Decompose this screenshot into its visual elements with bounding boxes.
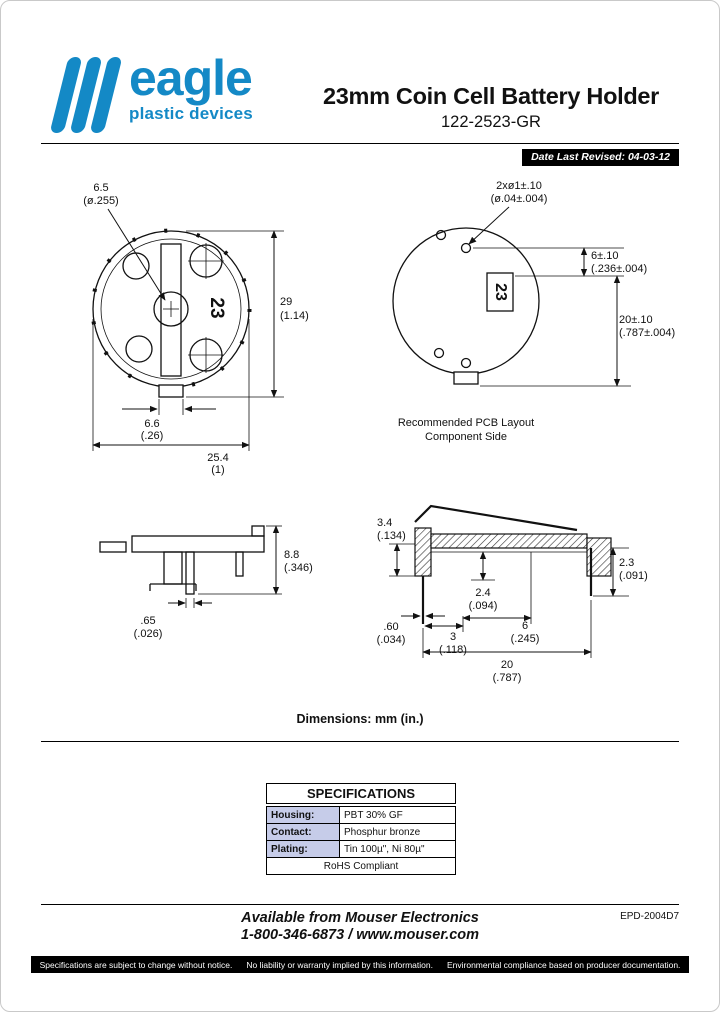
- brand-tagline: plastic devices: [129, 104, 253, 123]
- pcb-holes-in: (ø.04±.004): [491, 193, 548, 205]
- spec-label-housing: Housing:: [266, 806, 340, 824]
- front-tab-width-in: (.26): [141, 430, 164, 442]
- brand-name: eagle: [129, 50, 253, 106]
- sec-d60-mm: .60: [383, 621, 398, 633]
- side-pin-mm: .65: [140, 615, 155, 627]
- part-number: 122-2523-GR: [441, 113, 541, 131]
- pcb-marking: 23: [492, 283, 509, 301]
- page-title: 23mm Coin Cell Battery Holder: [322, 83, 660, 109]
- sec-d24-mm: 2.4: [475, 587, 490, 599]
- distributor-line2: 1-800-346-6873 / www.mouser.com: [240, 927, 480, 944]
- dimensions-note: Dimensions: mm (in.): [296, 712, 424, 726]
- table-row: RoHS Compliant: [266, 857, 456, 875]
- table-row: Housing: PBT 30% GF: [266, 806, 456, 824]
- spec-value-contact: Phosphur bronze: [339, 823, 456, 841]
- sec-d23-mm: 2.3: [619, 557, 634, 569]
- front-hole-dia-in: (ø.255): [83, 195, 118, 207]
- sec-d24-in: (.094): [469, 600, 498, 612]
- side-height-in: (.346): [284, 562, 313, 574]
- mid-divider: [41, 741, 679, 742]
- pcb-caption-line1: Recommended PCB Layout: [398, 417, 534, 429]
- pcb-holes-mm: 2xø1±.10: [496, 180, 542, 192]
- front-marking: 23: [206, 297, 227, 318]
- pcb-span-mm: 20±.10: [619, 314, 653, 326]
- table-row: Plating: Tin 100µ", Ni 80µ": [266, 840, 456, 858]
- side-view-drawing: 8.8 (.346) .65 (.026): [99, 525, 313, 640]
- disclaimer-text-2: No liability or warranty implied by this…: [246, 959, 433, 970]
- brand-logo: eagle plastic devices: [41, 50, 253, 135]
- sec-d20-mm: 20: [501, 659, 513, 671]
- title-block: 23mm Coin Cell Battery Holder 122-2523-G…: [301, 83, 681, 132]
- pcb-offset-mm: 6±.10: [591, 250, 618, 262]
- distributor-info: Available from Mouser Electronics 1-800-…: [1, 910, 719, 944]
- specifications-title: SPECIFICATIONS: [266, 783, 456, 804]
- revision-badge: Date Last Revised: 04-03-12: [522, 149, 679, 166]
- rohs-compliance: RoHS Compliant: [266, 857, 456, 875]
- footer-divider: [41, 904, 679, 905]
- header-divider: [41, 143, 679, 144]
- side-pin-in: (.026): [134, 628, 163, 640]
- side-height-mm: 8.8: [284, 549, 299, 561]
- front-hole-dia-mm: 6.5: [93, 182, 108, 194]
- front-height-in: (1.14): [280, 310, 309, 322]
- logo-bars-icon: [51, 57, 121, 133]
- disclaimer-text-3: Environmental compliance based on produc…: [446, 959, 681, 970]
- pcb-span-in: (.787±.004): [619, 327, 675, 339]
- sec-d3-in: (.118): [439, 644, 467, 656]
- disclaimer-text-1: Specifications are subject to change wit…: [39, 959, 233, 970]
- front-width-mm: 25.4: [207, 452, 228, 464]
- sec-d34-in: (.134): [377, 530, 406, 542]
- sec-d60-in: (.034): [377, 634, 406, 646]
- sec-d3-mm: 3: [450, 631, 456, 643]
- spec-label-contact: Contact:: [266, 823, 340, 841]
- spec-label-plating: Plating:: [266, 840, 340, 858]
- sec-d20-in: (.787): [493, 672, 522, 684]
- front-view-drawing: 23 6.5 (ø.255) 29 (1.14) 6.6 (.26) 25.4 …: [83, 182, 309, 476]
- document-number: EPD-2004D7: [620, 911, 679, 922]
- disclaimer-bar: Specifications are subject to change wit…: [31, 956, 689, 973]
- pcb-layout-drawing: 23 2xø1±.10 (ø.04±.004) 6±.10 (.236±.004…: [392, 180, 675, 443]
- pcb-offset-in: (.236±.004): [591, 263, 647, 275]
- sec-d6-mm: 6: [522, 620, 528, 632]
- front-height-mm: 29: [280, 296, 292, 308]
- pcb-caption-line2: Component Side: [425, 431, 507, 443]
- specifications-table: SPECIFICATIONS Housing: PBT 30% GF Conta…: [266, 783, 456, 875]
- distributor-line1: Available from Mouser Electronics: [241, 910, 479, 926]
- sec-d6-in: (.245): [511, 633, 540, 645]
- sec-d23-in: (.091): [619, 570, 648, 582]
- sec-d34-mm: 3.4: [377, 517, 392, 529]
- table-row: Contact: Phosphur bronze: [266, 823, 456, 841]
- spec-value-housing: PBT 30% GF: [339, 806, 456, 824]
- mount-tab: [158, 384, 184, 398]
- front-tab-width-mm: 6.6: [144, 418, 159, 430]
- front-width-in: (1): [211, 464, 224, 476]
- brand-text: eagle plastic devices: [129, 50, 253, 124]
- section-view-drawing: 3.4 (.134) 2.3 (.091) 2.4 (.094) .60 (.0…: [377, 504, 648, 684]
- spec-value-plating: Tin 100µ", Ni 80µ": [339, 840, 456, 858]
